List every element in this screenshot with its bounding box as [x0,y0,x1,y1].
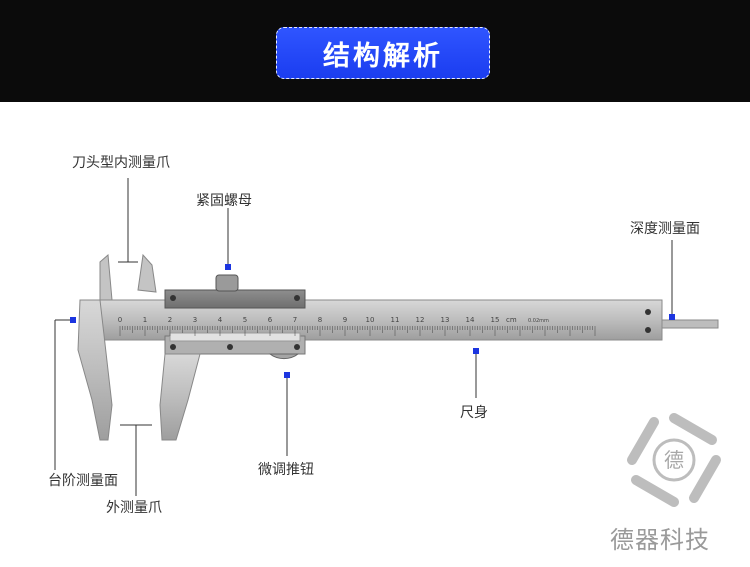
marker-depth-face [669,314,675,320]
tick-label: 3 [193,316,197,324]
fixed-outside-jaw [77,299,113,441]
locking-screw [215,274,239,292]
rivet [170,295,176,301]
label-fine-adjust: 微调推钮 [258,462,314,478]
tick-label: 15 [491,316,500,324]
label-depth-face: 深度测量面 [630,221,700,237]
tick-label: 13 [441,316,450,324]
tick-label: 5 [243,316,247,324]
scale-resolution: 0.02mm [528,318,549,324]
tick-label: 8 [318,316,322,324]
marker-step-face [70,317,76,323]
rivet [170,344,176,350]
tick-label: 0 [118,316,122,324]
tick-label: 6 [268,316,273,324]
marker-main-scale [473,348,479,354]
brand-logo-char: 德 [664,448,684,472]
label-locking-screw: 紧固螺母 [196,193,252,209]
tick-label: 2 [168,316,172,324]
tick-label: 1 [143,316,147,324]
vernier-strip [169,332,301,342]
marker-fine-adjust [284,372,290,378]
tick-label: 7 [293,316,297,324]
tick-label: 4 [218,316,223,324]
marker-locking-screw [225,264,231,270]
tick-label: 9 [343,316,347,324]
label-outside-jaws: 外测量爪 [106,500,162,516]
rivet [645,327,651,333]
vernier-slider [164,289,306,309]
depth-rod [661,319,719,329]
label-inside-jaws: 刀头型内测量爪 [72,155,170,171]
label-main-scale: 尺身 [460,405,488,421]
brand-logo-icon: 德 [627,413,721,507]
scale-ticks [119,326,596,336]
thumb-wheel [268,353,300,360]
tick-label: 12 [416,316,425,324]
tick-label: 11 [391,316,400,324]
rivet [294,295,300,301]
rivet [227,344,233,350]
rivet [294,344,300,350]
header-band: 结构解析 [0,0,750,102]
rivet [645,309,651,315]
scale-unit: cm [506,316,517,324]
movable-inside-jaw [137,253,157,293]
tick-label: 10 [366,316,375,324]
tick-label: 14 [466,316,475,324]
fixed-inside-jaw [99,253,113,301]
page-title: 结构解析 [276,27,490,79]
brand-name: 德器科技 [610,526,710,554]
movable-outside-jaw [159,353,201,441]
label-step-face: 台阶测量面 [48,473,118,489]
